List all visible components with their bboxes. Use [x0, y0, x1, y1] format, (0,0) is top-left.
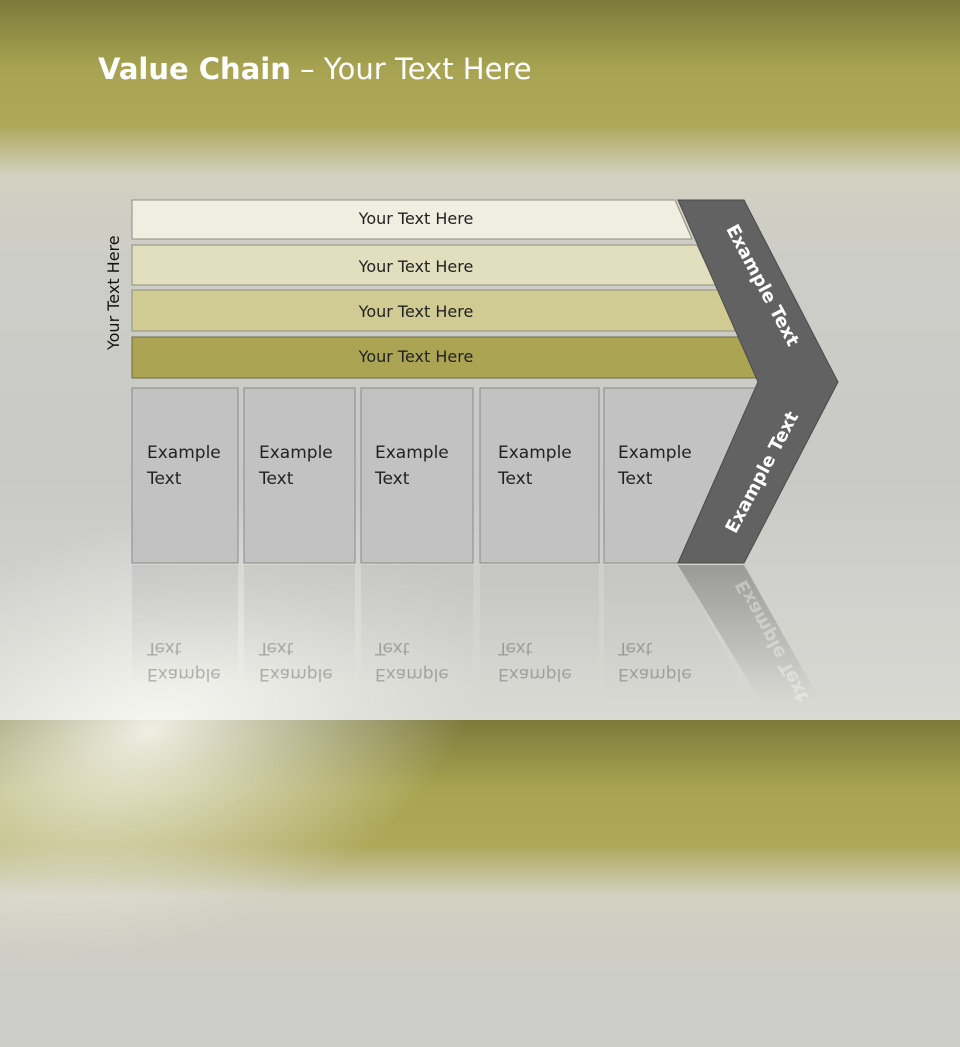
chevron-arrow	[677, 199, 839, 564]
page-title: Value Chain – Your Text Here	[98, 52, 532, 86]
box-2	[243, 387, 356, 564]
box-4	[479, 387, 600, 564]
value-chain-diagram	[131, 199, 839, 700]
box-3	[360, 387, 474, 564]
band-2-label: Your Text Here	[358, 257, 474, 276]
band-3-label: Your Text Here	[358, 302, 474, 321]
band-4-label: Your Text Here	[358, 347, 474, 366]
band-1	[131, 199, 693, 240]
band-1-label: Your Text Here	[358, 209, 474, 228]
box-1	[131, 387, 239, 564]
